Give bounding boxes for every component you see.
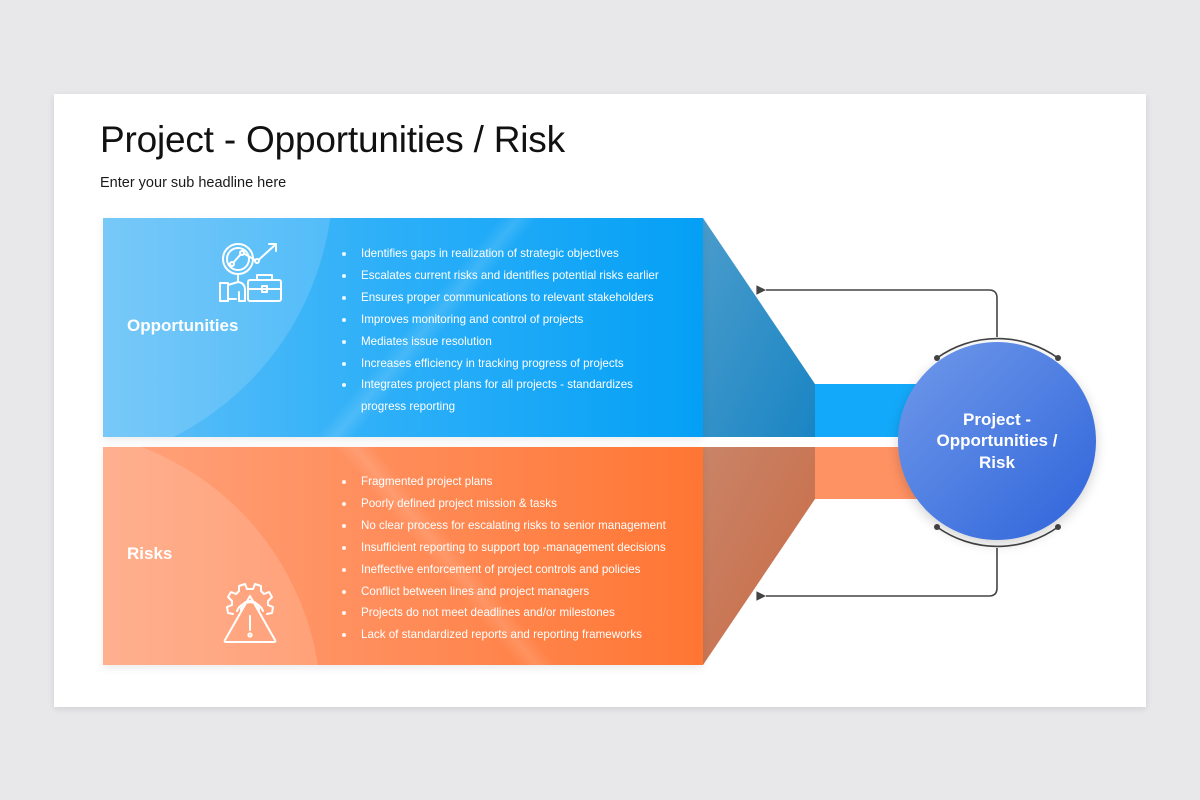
list-item: Ineffective enforcement of project contr… bbox=[340, 559, 701, 581]
list-item: Escalates current risks and identifies p… bbox=[340, 265, 701, 287]
list-item: Fragmented project plans bbox=[340, 471, 701, 493]
opportunities-panel: Opportunities Identifies gaps in realiza… bbox=[103, 218, 703, 437]
list-item: Insufficient reporting to support top -m… bbox=[340, 537, 701, 559]
risks-funnel bbox=[703, 447, 815, 665]
list-item: Poorly defined project mission & tasks bbox=[340, 493, 701, 515]
risks-panel: Risks Fragmented project plans Poorly de… bbox=[103, 447, 703, 665]
list-item: Conflict between lines and project manag… bbox=[340, 581, 701, 603]
list-item: Projects do not meet deadlines and/or mi… bbox=[340, 602, 701, 624]
lower-feedback-arrow bbox=[756, 548, 998, 601]
list-item: No clear process for escalating risks to… bbox=[340, 515, 701, 537]
slide: Project - Opportunities / Risk Enter you… bbox=[54, 94, 1146, 707]
list-item: Integrates project plans for all project… bbox=[340, 374, 666, 418]
risks-label: Risks bbox=[127, 544, 173, 563]
hub-circle: Project - Opportunities / Risk bbox=[898, 342, 1096, 540]
hub-label: Project - Opportunities / Risk bbox=[936, 409, 1058, 472]
list-item: Identifies gaps in realization of strate… bbox=[340, 243, 701, 265]
list-item: Mediates issue resolution bbox=[340, 331, 701, 353]
slide-subtitle: Enter your sub headline here bbox=[100, 175, 287, 191]
gear-warning-icon bbox=[223, 583, 277, 643]
opportunities-list: Identifies gaps in realization of strate… bbox=[340, 243, 701, 418]
magnifier-growth-briefcase-icon bbox=[219, 243, 282, 302]
slide-title: Project - Opportunities / Risk bbox=[100, 119, 565, 160]
list-item: Increases efficiency in tracking progres… bbox=[340, 353, 701, 375]
upper-feedback-arrow bbox=[756, 285, 998, 337]
list-item: Improves monitoring and control of proje… bbox=[340, 309, 701, 331]
risks-list: Fragmented project plans Poorly defined … bbox=[340, 471, 701, 646]
opportunities-label: Opportunities bbox=[127, 316, 239, 335]
list-item: Lack of standardized reports and reporti… bbox=[340, 624, 701, 646]
list-item: Ensures proper communications to relevan… bbox=[340, 287, 701, 309]
opportunities-funnel bbox=[703, 218, 815, 437]
